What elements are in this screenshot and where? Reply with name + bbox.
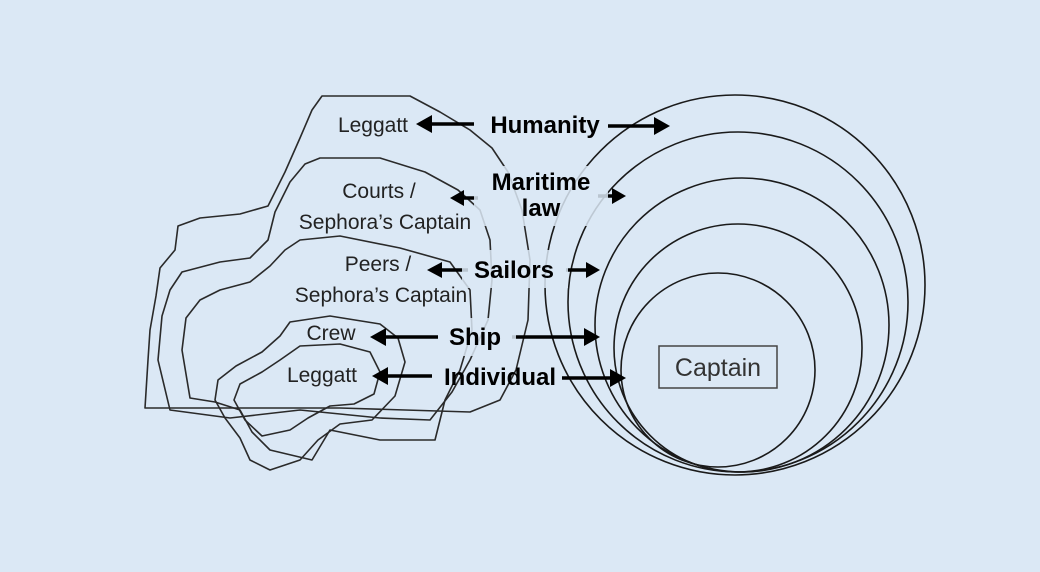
blob-sailors <box>181 235 473 461</box>
circle-ship <box>613 223 863 473</box>
blob-individual <box>233 343 381 437</box>
arrowhead-ship-left <box>370 328 386 346</box>
blob-ship <box>214 315 406 471</box>
label-captain: Captain <box>675 354 761 382</box>
label-backplates <box>438 166 608 356</box>
label-sailors: Sailors <box>474 257 554 284</box>
arrowhead-ship-right <box>584 328 600 346</box>
label-ship: Ship <box>449 324 501 351</box>
label-peers-line2: Sephora’s Captain <box>295 284 467 307</box>
label-crew: Crew <box>306 322 356 345</box>
label-leggatt-bottom: Leggatt <box>287 364 357 387</box>
label-humanity: Humanity <box>490 112 600 139</box>
arrowhead-maritime-right <box>612 188 626 204</box>
circle-group <box>544 94 926 476</box>
circle-individual <box>620 272 816 468</box>
arrowhead-sailors-right <box>586 262 600 278</box>
arrowhead-maritime-left <box>450 190 464 206</box>
backplate-sailors <box>462 250 568 288</box>
circle-sailors <box>594 177 890 473</box>
captain-box <box>658 345 778 389</box>
label-maritime-line2: law <box>522 195 561 222</box>
label-peers-line1: Peers / <box>345 253 412 276</box>
arrowhead-sailors-left <box>427 262 442 278</box>
backplate-ship <box>438 318 516 356</box>
label-courts-line1: Courts / <box>342 180 416 203</box>
label-individual: Individual <box>444 364 556 391</box>
arrowhead-humanity-left <box>416 115 432 133</box>
arrowhead-humanity-right <box>654 117 670 135</box>
label-maritime-line1: Maritime <box>492 169 591 196</box>
label-courts-line2: Sephora’s Captain <box>299 211 471 234</box>
backplate-maritime <box>474 166 608 226</box>
blob-outer <box>144 95 531 413</box>
arrowhead-individual-left <box>372 367 388 385</box>
arrowhead-individual-right <box>610 369 626 387</box>
circle-maritime-law <box>567 131 909 473</box>
label-leggatt-top: Leggatt <box>338 114 408 137</box>
circle-humanity <box>544 94 926 476</box>
